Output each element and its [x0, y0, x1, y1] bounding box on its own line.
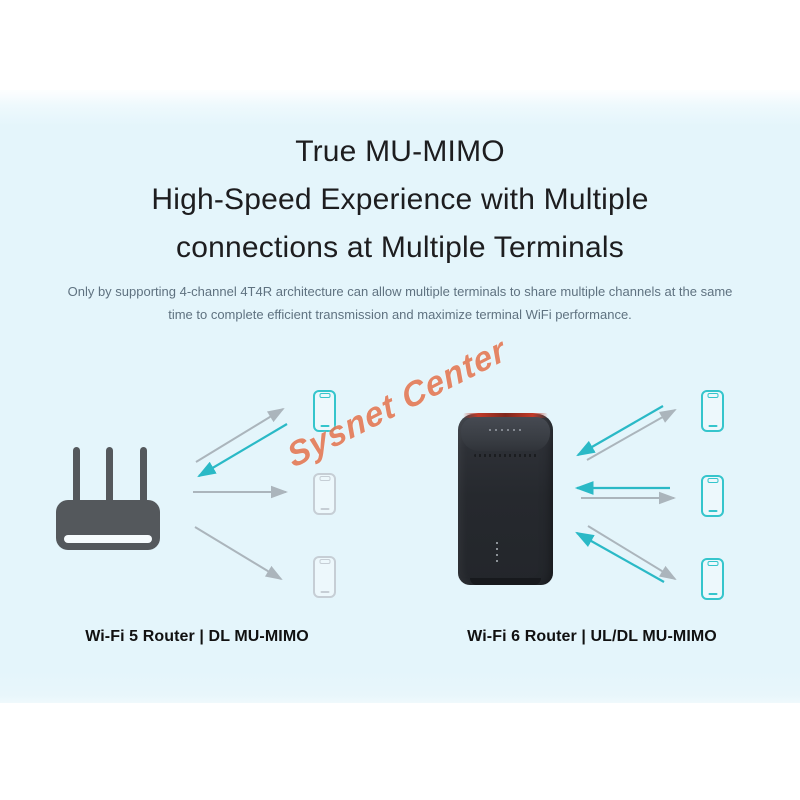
tower-led-indicators — [496, 542, 498, 544]
wifi6-caption: Wi-Fi 6 Router | UL/DL MU-MIMO — [467, 628, 717, 645]
title-line-2: High-Speed Experience with Multiple — [151, 183, 649, 216]
tower-base — [470, 578, 541, 585]
wifi5-downlink-arrow-top — [195, 407, 285, 463]
router-antenna — [140, 447, 147, 507]
wifi6-downlink-arrow-top — [586, 409, 677, 461]
smartphone-icon-wifi5-idle — [313, 556, 336, 598]
signal-arrows-layer — [193, 405, 677, 583]
wifi5-uplink-arrow-top — [197, 423, 288, 478]
wifi5-downlink-arrow-bottom — [194, 526, 283, 581]
section-subtitle: Only by supporting 4-channel 4T4R archit… — [0, 280, 800, 326]
section-title: True MU-MIMO High-Speed Experience with … — [0, 128, 800, 272]
subtitle-line-2: time to complete efficient transmission … — [168, 307, 632, 322]
smartphone-icon-wifi6-active — [701, 390, 724, 432]
tower-top-face — [461, 417, 550, 451]
wifi6-tower-router-icon — [458, 413, 553, 585]
router-body — [56, 500, 160, 550]
mu-mimo-hero-section: True MU-MIMO High-Speed Experience with … — [0, 90, 800, 703]
wifi6-downlink-arrow-bottom — [587, 525, 677, 581]
wifi5-router-icon — [56, 447, 160, 550]
wifi6-uplink-arrow-bottom — [575, 531, 665, 583]
title-line-1: True MU-MIMO — [295, 135, 505, 168]
smartphone-icon-wifi5-idle — [313, 473, 336, 515]
router-front-stripe — [64, 535, 152, 543]
subtitle-line-1: Only by supporting 4-channel 4T4R archit… — [67, 284, 733, 299]
wifi5-caption: Wi-Fi 5 Router | DL MU-MIMO — [85, 628, 309, 645]
smartphone-icon-wifi6-active — [701, 558, 724, 600]
smartphone-icon-wifi5-active — [313, 390, 336, 432]
tower-vent-dots — [474, 454, 537, 457]
smartphone-icon-wifi6-active — [701, 475, 724, 517]
tower-brand-mark — [488, 429, 523, 431]
router-antenna — [106, 447, 113, 507]
tower-red-rim — [463, 413, 548, 418]
router-antenna — [73, 447, 80, 507]
wifi6-uplink-arrow-top — [576, 405, 664, 457]
title-line-3: connections at Multiple Terminals — [176, 231, 624, 264]
